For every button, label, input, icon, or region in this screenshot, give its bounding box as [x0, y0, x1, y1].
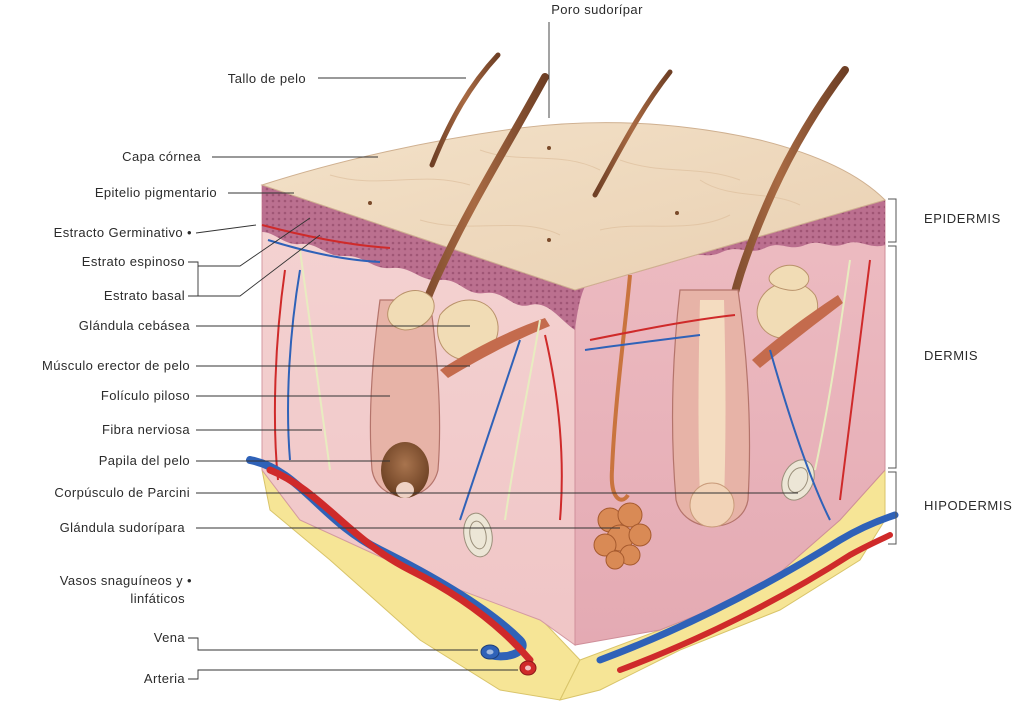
hair-follicle-left: [369, 299, 441, 498]
sweat-pores: [368, 146, 679, 242]
label-vasos-line2: linfáticos: [130, 591, 185, 606]
label-foliculo-piloso: Folículo piloso: [101, 388, 190, 403]
hair-papilla-left: [381, 442, 429, 498]
hair-follicle-right: [671, 289, 751, 528]
labels: Poro sudorípar Tallo de pelo Capa córnea…: [42, 2, 1012, 686]
label-tallo-de-pelo: Tallo de pelo: [228, 71, 306, 86]
epidermis-front-band: [262, 185, 575, 330]
sweat-gland: [593, 274, 652, 570]
blood-vessels-arteries: [261, 224, 871, 521]
label-poro-sudoriparo: Poro sudorípar: [551, 2, 643, 17]
nerve-fibers: [299, 249, 851, 521]
label-papila-del-pelo: Papila del pelo: [99, 453, 190, 468]
pacinian-corpuscles: [463, 459, 815, 558]
label-estrato-basal: Estrato basal: [104, 288, 185, 303]
label-corpusculo-parcini: Corpúsculo de Parcini: [54, 485, 190, 500]
label-musculo-erector: Músculo erector de pelo: [42, 358, 190, 373]
label-capa-cornea: Capa córnea: [122, 149, 201, 164]
blood-vessels-veins: [267, 239, 831, 521]
label-fibra-nerviosa: Fibra nerviosa: [102, 422, 190, 437]
hair-shaft-small-1: [429, 52, 501, 168]
hair-shaft-small-2: [592, 69, 673, 198]
label-epidermis: EPIDERMIS: [924, 211, 1001, 226]
label-estrato-espinoso: Estrato espinoso: [82, 254, 185, 269]
label-dermis: DERMIS: [924, 348, 978, 363]
label-epitelio-pigmentario: Epitelio pigmentario: [95, 185, 217, 200]
skin-block: [260, 122, 886, 701]
label-hipodermis: HIPODERMIS: [924, 498, 1012, 513]
arrector-pili-muscles: [440, 295, 843, 378]
skin-top-surface: [260, 122, 886, 291]
layer-brackets: [888, 198, 897, 545]
label-vasos-line1: Vasos snaguíneos y •: [60, 573, 192, 588]
label-arteria: Arteria: [144, 671, 185, 686]
label-glandula-cebacea: Glándula cebásea: [79, 318, 191, 333]
epidermis-side-band: [575, 200, 885, 330]
label-estracto-germinativo: Estracto Germinativo •: [54, 225, 192, 240]
label-vena: Vena: [154, 630, 186, 645]
main-artery: [266, 466, 893, 673]
skin-surface-texture: [329, 149, 801, 236]
leader-lines: [188, 22, 798, 680]
label-glandula-sudoripara: Glándula sudorípara: [60, 520, 186, 535]
